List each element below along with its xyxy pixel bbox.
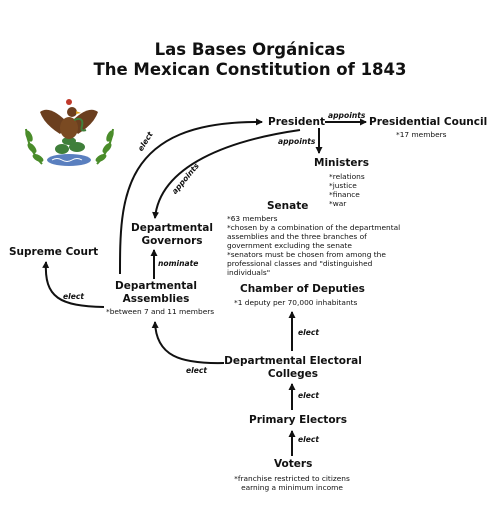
edge-label-appoints-ministers: appoints (278, 137, 316, 146)
node-departmental-assemblies: Departmental Assemblies (106, 280, 206, 306)
arrow-colleges-assemblies (151, 321, 225, 365)
departmental-governors-line1: Departmental (131, 222, 213, 234)
diagram-title-line2: The Mexican Constitution of 1843 (93, 60, 407, 79)
node-primary-electors: Primary Electors (249, 414, 347, 426)
node-electoral-colleges: Departmental Electoral Colleges (222, 355, 364, 381)
edge-label-nominate: nominate (158, 259, 199, 268)
node-senate: Senate (267, 200, 309, 212)
senate-note-2: *chosen by a combination of the departme… (227, 223, 401, 232)
node-ministers: Ministers (314, 157, 369, 169)
departmental-governors-line2: Governors (141, 235, 203, 247)
ministers-note-2: *justice (329, 181, 357, 190)
senate-note-6: professional classes and "distinguished (227, 259, 373, 268)
arrow-assemblies-president (119, 118, 263, 275)
electoral-colleges-line1: Departmental Electoral (224, 355, 362, 367)
edge-label-appoints-council: appoints (328, 111, 366, 120)
ministers-note-4: *war (329, 199, 347, 208)
senate-note-1: *63 members (227, 214, 278, 223)
edge-label-elect-primary: elect (298, 435, 320, 444)
senate-note-5: *senators must be chosen from among the (227, 250, 386, 259)
edge-label-elect-supreme-court: elect (63, 292, 85, 301)
electoral-colleges-line2: Colleges (267, 368, 319, 380)
diagram-title-line1: Las Bases Orgánicas (154, 40, 346, 59)
arrow-president-governors (152, 129, 301, 219)
node-chamber-of-deputies: Chamber of Deputies (240, 283, 365, 295)
arrow-assemblies-court (42, 261, 105, 308)
senate-note-3: assemblies and the three branches of (227, 232, 367, 241)
senate-note-4: government excluding the senate (227, 241, 352, 250)
ministers-note-3: *finance (329, 190, 360, 199)
node-presidential-council: Presidential Council (369, 116, 488, 128)
node-voters: Voters (274, 458, 313, 470)
departmental-assemblies-line1: Departmental (115, 280, 197, 292)
node-departmental-governors: Departmental Governors (122, 222, 222, 248)
voters-note-2: earning a minimum income (241, 483, 343, 492)
node-president: President (268, 116, 325, 128)
presidential-council-note: *17 members (396, 130, 447, 139)
chamber-of-deputies-note: *1 deputy per 70,000 inhabitants (234, 298, 358, 307)
edge-label-elect-deputies: elect (298, 328, 320, 337)
departmental-assemblies-line2: Assemblies (122, 293, 190, 305)
coat-of-arms-icon (25, 99, 114, 166)
senate-note-7: individuals" (227, 268, 271, 277)
edge-label-elect-colleges: elect (298, 391, 320, 400)
departmental-assemblies-note: *between 7 and 11 members (106, 307, 215, 316)
ministers-note-1: *relations (329, 172, 365, 181)
node-supreme-court: Supreme Court (9, 246, 99, 258)
voters-note-1: *franchise restricted to citizens (234, 474, 350, 483)
edge-label-elect-assemblies: elect (186, 366, 208, 375)
